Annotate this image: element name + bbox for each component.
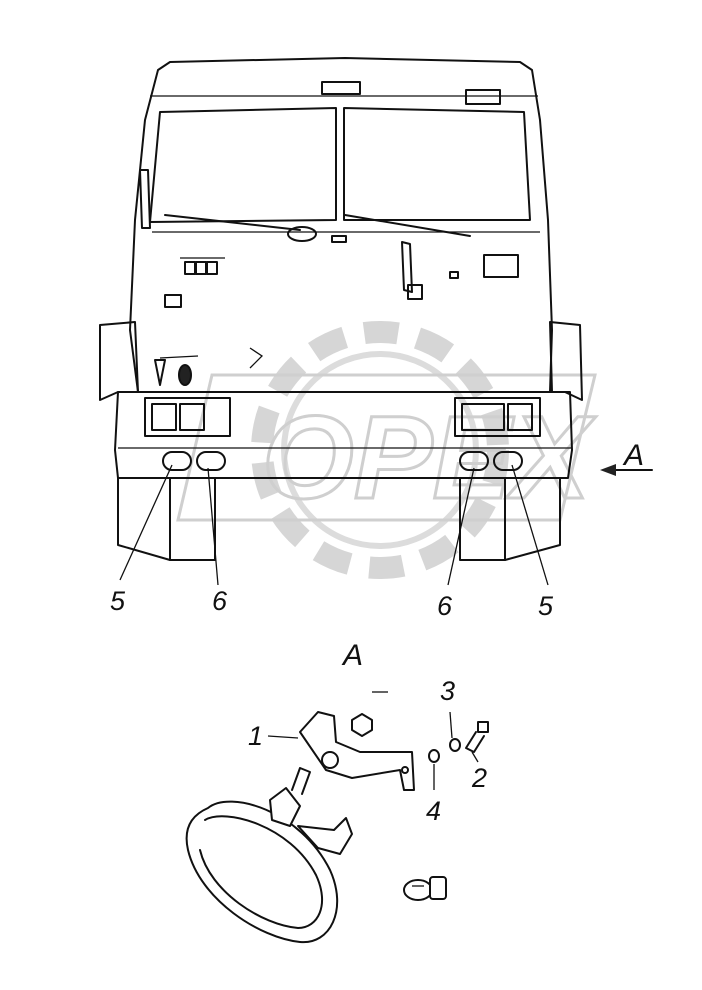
headlamp-left bbox=[144, 397, 231, 437]
washer-nozzle bbox=[331, 235, 347, 243]
wiper-left bbox=[164, 214, 301, 231]
callout-3: 3 bbox=[440, 676, 455, 706]
bumper bbox=[114, 391, 573, 479]
mounting-bracket bbox=[299, 711, 415, 791]
fender-left bbox=[99, 321, 139, 401]
callout-4: 4 bbox=[426, 796, 441, 826]
leader-6-right bbox=[447, 467, 475, 586]
roof-marker-right bbox=[465, 89, 501, 105]
bulb-icon bbox=[403, 876, 447, 901]
washer-3 bbox=[449, 738, 461, 752]
wiper-right bbox=[344, 214, 471, 237]
view-arrow bbox=[600, 464, 653, 476]
leader-6-left bbox=[207, 467, 219, 586]
fender-right bbox=[549, 321, 583, 401]
watermark-text: OPEX bbox=[262, 392, 596, 524]
lamp-lens bbox=[199, 815, 323, 929]
bracket-nut bbox=[351, 713, 373, 737]
callout-5-right: 5 bbox=[538, 591, 554, 621]
harness-lower-left bbox=[154, 347, 264, 386]
cab-outline bbox=[129, 57, 553, 393]
fog-lamp-6-left bbox=[196, 451, 226, 471]
gear-watermark-icon bbox=[251, 321, 509, 579]
bolt-2 bbox=[465, 721, 489, 753]
callout-6-right: 6 bbox=[437, 591, 453, 621]
fog-lamp-5-right bbox=[493, 451, 523, 471]
callout-1: 1 bbox=[248, 721, 263, 751]
leader-3 bbox=[449, 711, 453, 739]
roof-marker-center bbox=[321, 81, 361, 95]
cable-bundle bbox=[401, 241, 413, 293]
cable-connector bbox=[407, 284, 423, 300]
callout-2: 2 bbox=[471, 763, 487, 793]
leader-2 bbox=[471, 751, 479, 763]
mirror-arm bbox=[139, 169, 151, 229]
headlamp-right bbox=[454, 397, 541, 437]
watermark: OPEX bbox=[176, 321, 598, 579]
callout-5-left: 5 bbox=[110, 586, 126, 616]
wiper-motor bbox=[287, 226, 317, 242]
wiring-connectors bbox=[180, 257, 225, 275]
detail-view-title: A bbox=[341, 639, 363, 672]
truck-front-view bbox=[99, 57, 583, 586]
windshield-right bbox=[343, 107, 531, 221]
lamp-socket bbox=[297, 817, 353, 855]
callout-6-left: 6 bbox=[212, 586, 228, 616]
panel-box-right bbox=[483, 254, 519, 278]
lamp-stud bbox=[291, 767, 311, 795]
fog-lamp-5-left bbox=[162, 451, 192, 471]
nut-4 bbox=[428, 749, 440, 763]
leader-5-left bbox=[119, 464, 173, 581]
windshield-left bbox=[149, 107, 337, 223]
panel-plug bbox=[449, 271, 459, 279]
panel-box-left bbox=[164, 294, 182, 308]
view-arrow-label: A bbox=[622, 439, 644, 472]
wheel-left bbox=[117, 477, 216, 561]
leader-5-right bbox=[511, 464, 549, 586]
lamp-mount bbox=[269, 787, 301, 827]
fog-lamp-assembly bbox=[185, 767, 353, 944]
leader-1 bbox=[267, 735, 299, 739]
